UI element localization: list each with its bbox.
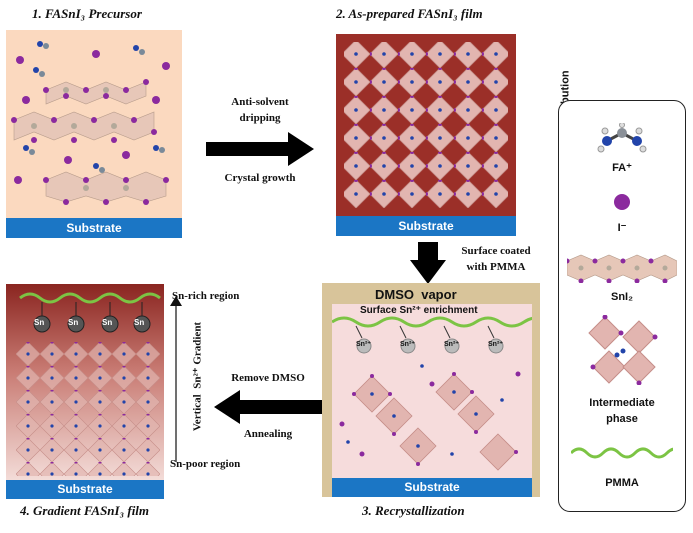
arrow1-label-bottom: Crystal growth: [224, 172, 296, 184]
legend-sni2-label: SnI₂: [611, 291, 633, 303]
sn-label-2: Sn: [68, 318, 79, 327]
surface-enrichment-label: Surface Sn²⁺ enrichment: [360, 305, 478, 316]
arrow-right-1: [206, 132, 314, 166]
arrow1-label-top2: dripping: [239, 112, 281, 124]
panel1-title: 1. FASnI₃ Precursor: [32, 6, 142, 21]
gradient-arrow-up: [170, 296, 182, 462]
sn-rich-label: Sn-rich region: [172, 290, 240, 302]
sn2-label-3: Sn²⁺: [444, 341, 459, 348]
sn-label-1: Sn: [34, 318, 45, 327]
recrystallization-film: [332, 304, 532, 478]
sn-label-4: Sn: [134, 318, 145, 327]
arrow3-label-top: Remove DMSO: [231, 372, 305, 384]
legend-iodide-label: I⁻: [617, 222, 627, 234]
sn-poor-label: Sn-poor region: [170, 458, 241, 470]
panel4-title: 4. Gradient FASnI₃ film: [20, 503, 150, 518]
precursor-panel: [6, 30, 182, 218]
panel2-title: 2. As-prepared FASnI₃ film: [336, 6, 483, 21]
intermediate-phase-icon: [588, 315, 658, 385]
recrystallization-illustration: [332, 316, 532, 471]
vertical-gradient-label: Vertical Sn²⁺ Gradient: [191, 321, 204, 432]
sn2-label-1: Sn²⁺: [356, 341, 371, 348]
sni2-chain-icon: [567, 254, 677, 283]
legend-fa-label: FA⁺: [612, 162, 632, 174]
legend-intermediate-label-1: Intermediate: [589, 397, 655, 409]
legend-pmma-label: PMMA: [605, 477, 639, 489]
fa-molecule-icon: [597, 123, 647, 153]
arrow-down: [410, 242, 446, 284]
sn-label-3: Sn: [102, 318, 113, 327]
precursor-illustration: [11, 41, 170, 205]
substrate-panel1: Substrate: [6, 218, 182, 238]
legend-intermediate-label-2: phase: [606, 413, 638, 425]
substrate-panel3: Substrate: [332, 478, 532, 497]
gradient-film: [6, 284, 164, 480]
substrate-panel4: Substrate: [6, 480, 164, 499]
as-prepared-film: [336, 34, 516, 216]
sn2-label-2: Sn²⁺: [400, 341, 415, 348]
pmma-chain-icon: [571, 447, 673, 459]
dmso-vapor-label: DMSO vapor: [375, 287, 457, 302]
arrow-left: [214, 390, 322, 424]
gradient-illustration: [16, 292, 161, 476]
legend: FA⁺ I⁻ SnI₂ Intermediate phase PMMA: [558, 100, 686, 512]
panel3-title: 3. Recrystallization: [362, 503, 465, 518]
arrow1-label-top1: Anti-solvent: [231, 96, 289, 108]
sn2-label-4: Sn²⁺: [488, 341, 503, 348]
perovskite-lattice: [344, 42, 508, 208]
iodide-icon: [614, 194, 630, 210]
arrow3-label-bottom: Annealing: [243, 428, 293, 440]
substrate-panel2: Substrate: [336, 216, 516, 236]
arrow2-label2: with PMMA: [466, 261, 526, 273]
arrow2-label1: Surface coated: [461, 245, 531, 257]
